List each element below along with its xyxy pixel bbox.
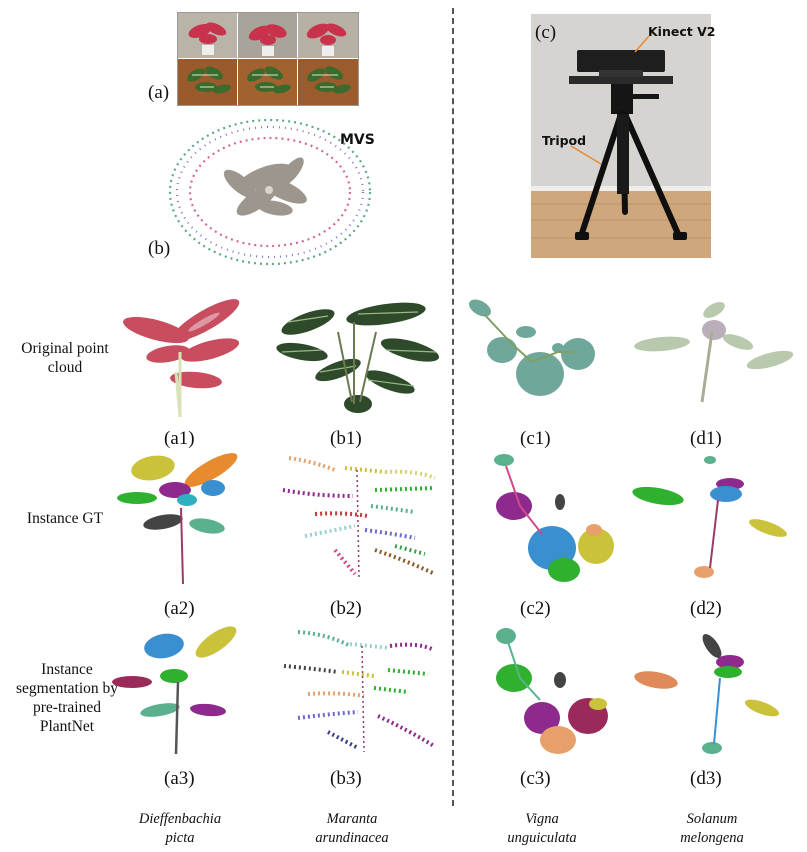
panel-label-d1: (d1): [690, 428, 722, 449]
mvs-camera-ring-diagram: [168, 118, 372, 266]
instance-seg-a3: [112, 626, 237, 755]
species-b-line1: Maranta: [326, 811, 378, 827]
panel-label-c: (c): [535, 22, 557, 43]
point-cloud-c1: [469, 299, 595, 396]
row-label-original: Original point cloud: [21, 340, 109, 376]
instance-seg-d3: [634, 634, 780, 754]
species-b-line2: arundinacea: [315, 830, 389, 846]
row-label-instance-seg: Instance segmentation by pre-trained Pla…: [15, 661, 119, 735]
mvs-label: MVS: [340, 132, 375, 148]
species-a-line2: picta: [165, 830, 195, 846]
kinect-label: Kinect V2: [648, 24, 716, 39]
species-d: Solanum melongena: [650, 810, 774, 848]
panel-label-b1: (b1): [330, 428, 362, 449]
species-d-line1: Solanum: [686, 811, 738, 827]
plant-photo-grid-image: [178, 13, 358, 105]
tripod-label: Tripod: [542, 133, 587, 148]
species-c-line1: Vigna: [525, 811, 559, 827]
panel-label-c1: (c1): [520, 428, 551, 449]
species-a: Dieffenbachia picta: [118, 810, 242, 848]
row-label-instance-gt: Instance GT: [26, 510, 104, 527]
species-b: Maranta arundinacea: [290, 810, 414, 848]
panel-label-c2: (c2): [520, 598, 551, 619]
instance-gt-a2: [117, 453, 238, 585]
species-c: Vigna unguiculata: [480, 810, 604, 848]
species-a-line1: Dieffenbachia: [138, 811, 222, 827]
panel-label-d3: (d3): [690, 768, 722, 789]
instance-gt-b2: [282, 456, 436, 579]
instance-gt-d2: [632, 456, 787, 578]
instance-seg-b3: [283, 630, 436, 753]
panel-label-a1: (a1): [164, 428, 195, 449]
panel-label-a3: (a3): [164, 768, 195, 789]
panel-label-b3: (b3): [330, 768, 362, 789]
species-d-line2: melongena: [680, 830, 744, 846]
point-cloud-a1: [123, 299, 240, 417]
panel-label-a2: (a2): [164, 598, 195, 619]
kinect-tripod-photo: [531, 14, 711, 258]
species-c-line2: unguiculata: [507, 830, 577, 846]
panel-label-b: (b): [148, 238, 171, 259]
panel-label-c3: (c3): [520, 768, 551, 789]
instance-seg-c3: [496, 628, 608, 754]
kinect-tripod-image: [531, 14, 711, 258]
point-cloud-d1: [634, 302, 794, 403]
column-divider: [452, 8, 454, 806]
panel-label-d2: (d2): [690, 598, 722, 619]
point-cloud-b1: [276, 302, 440, 413]
plant-photo-grid: [177, 12, 359, 106]
instance-gt-c2: [494, 454, 614, 582]
panel-label-a: (a): [148, 82, 170, 103]
panel-label-b2: (b2): [330, 598, 362, 619]
